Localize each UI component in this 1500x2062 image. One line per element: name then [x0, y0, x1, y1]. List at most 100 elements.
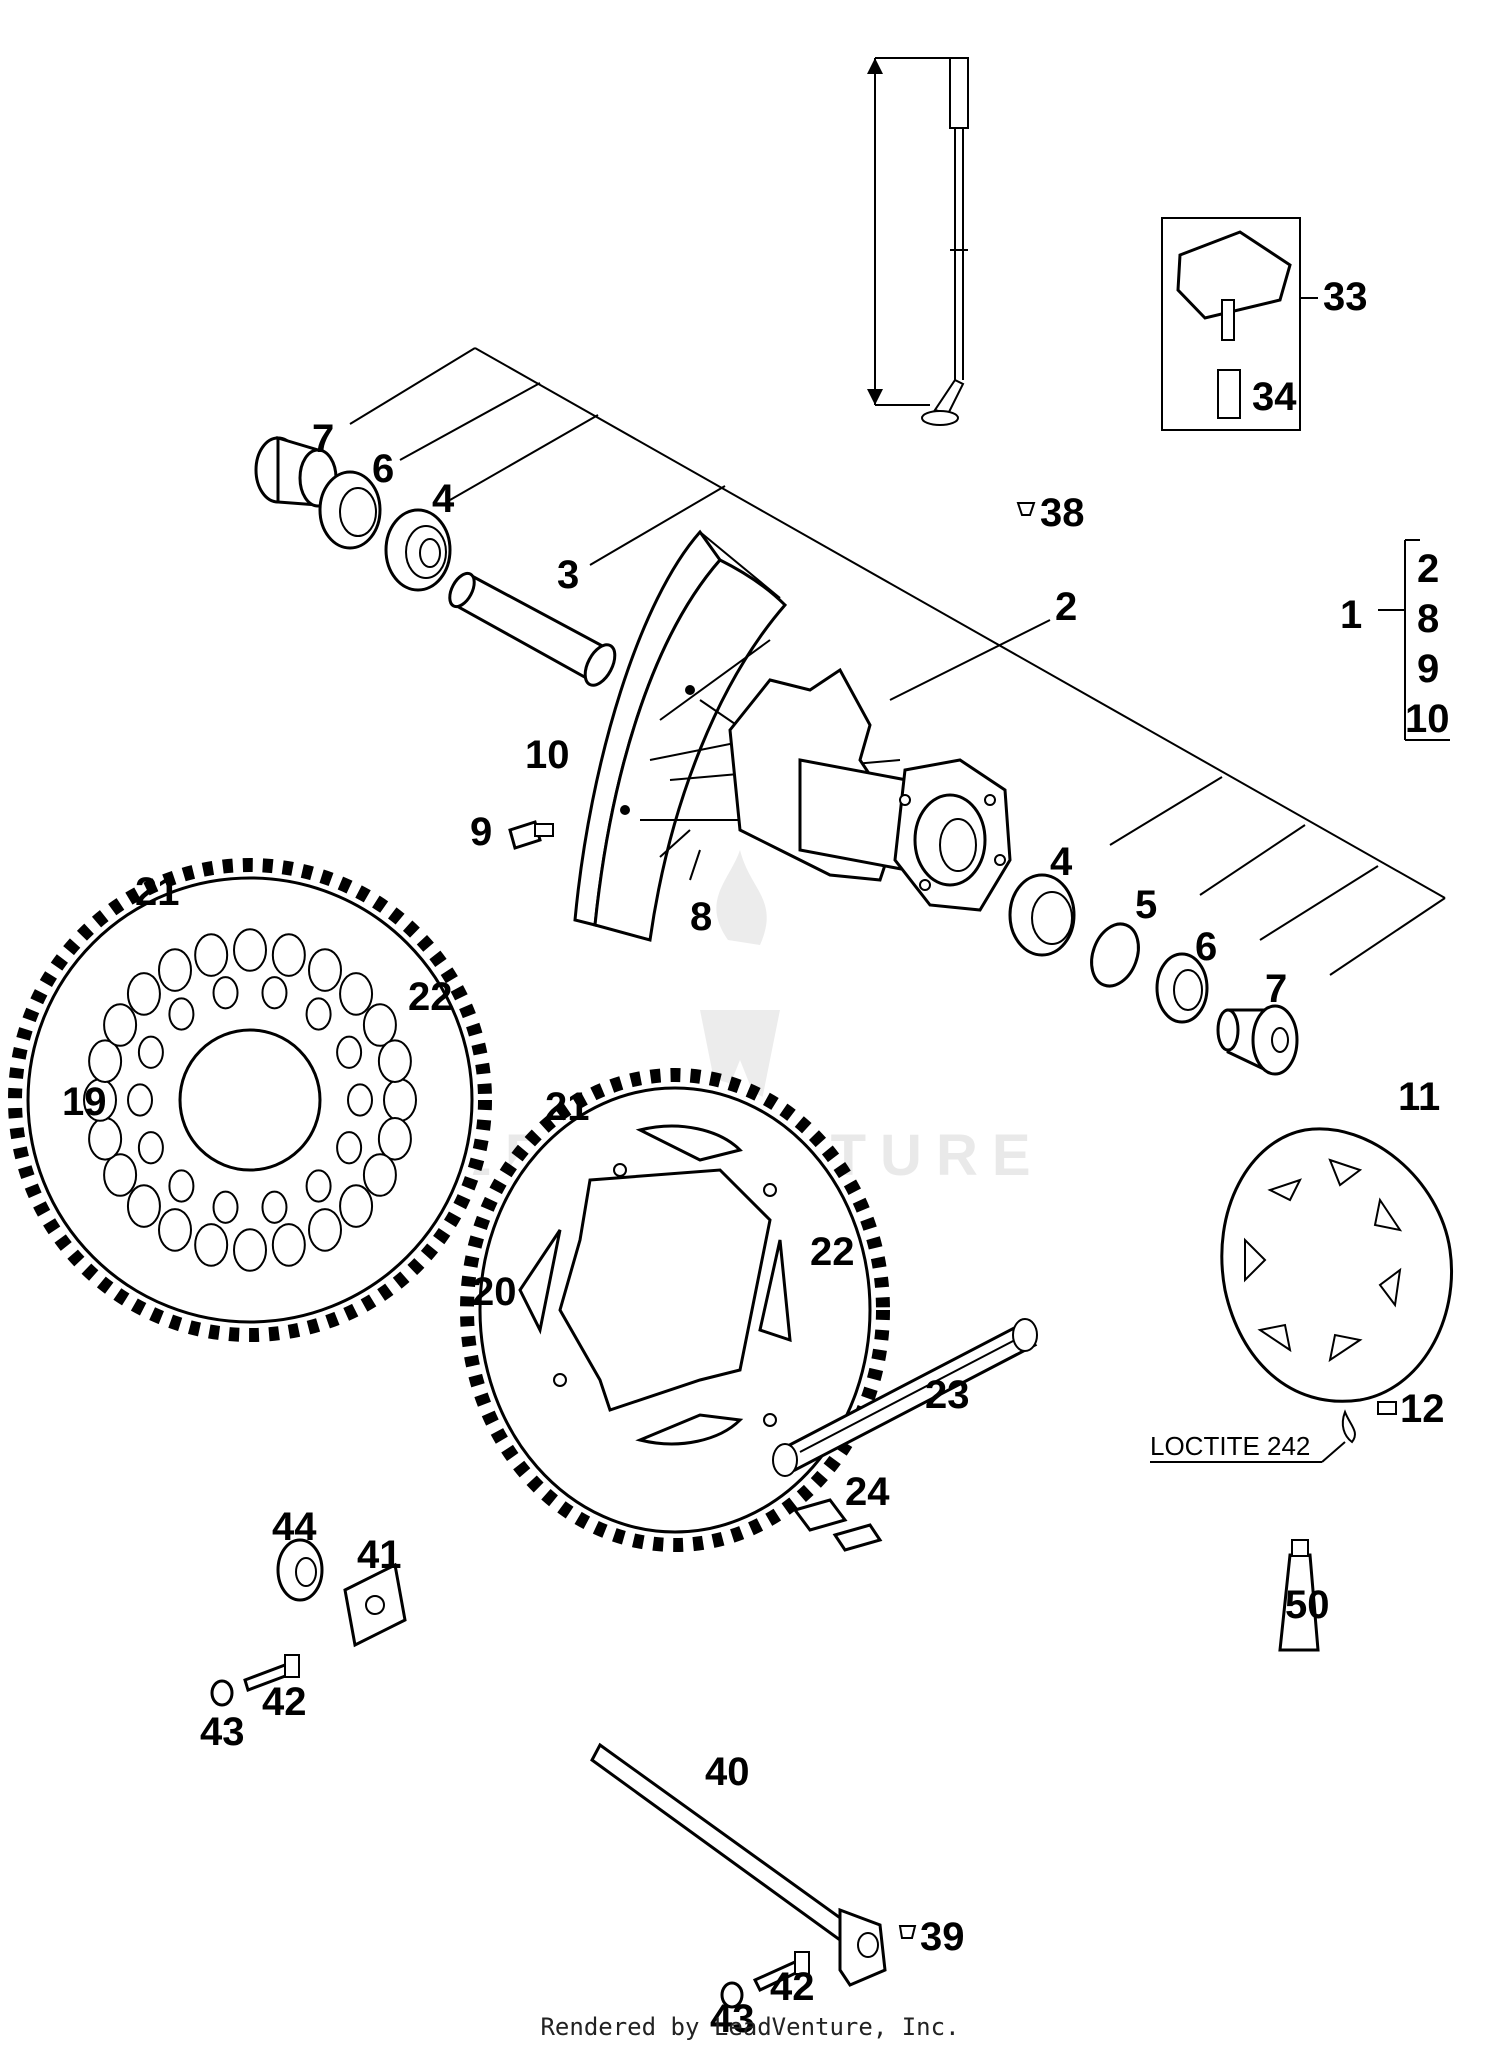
- callout-40: 40: [705, 1750, 750, 1794]
- spacer-tube: [448, 571, 617, 687]
- sprocket-hole: [233, 1228, 267, 1272]
- sprocket-hole: [377, 1039, 412, 1083]
- sprocket-hole: [271, 933, 306, 977]
- sprocket-hole: [347, 1083, 373, 1117]
- callout-38: 38: [1040, 491, 1085, 535]
- adjuster-41: [343, 1562, 407, 1648]
- callout-24: 24: [845, 1470, 890, 1514]
- callout-6-left: 6: [372, 447, 394, 491]
- axle: [590, 1742, 887, 1987]
- kit-2: 2: [1417, 547, 1439, 591]
- bearing-left: [384, 508, 452, 592]
- callout-22-top: 22: [408, 975, 453, 1019]
- sprocket-hole: [336, 1035, 363, 1069]
- sprocket-hole: [126, 972, 161, 1016]
- sprocket-hole: [126, 1184, 161, 1228]
- chain: [772, 1318, 1038, 1477]
- brake-disc: [1220, 1127, 1453, 1403]
- loctite-tube: [1278, 1539, 1320, 1652]
- callout-6-right: 6: [1195, 925, 1217, 969]
- chain-link: [792, 1498, 883, 1552]
- sprocket-hole: [103, 1003, 138, 1047]
- sprocket-hole: [308, 948, 342, 992]
- sprocket-hole: [103, 1153, 138, 1197]
- callout-19: 19: [62, 1080, 107, 1124]
- callout-1: 1: [1340, 593, 1362, 637]
- seal-right: [1155, 952, 1209, 1024]
- sprocket-19: [8, 858, 492, 1342]
- sprocket-hole: [339, 972, 374, 1016]
- callout-4-left: 4: [432, 477, 455, 521]
- callout-3: 3: [557, 553, 579, 597]
- seal-left: [318, 470, 382, 550]
- cap-39: [898, 1925, 917, 1939]
- bolt-42a: [243, 1654, 300, 1692]
- sprocket-hole: [137, 1131, 164, 1165]
- callout-8: 8: [690, 895, 712, 939]
- circlip: [1090, 922, 1140, 988]
- sprocket-hole: [261, 1190, 288, 1224]
- kit-10: 10: [1405, 697, 1450, 741]
- spoke: [867, 57, 969, 426]
- callouts: 33 34 7 6 4 38 3 2 1 2 8 9 10 10 9 4 5 8…: [62, 275, 1450, 2041]
- callout-9: 9: [470, 810, 492, 854]
- callout-21-top: 21: [135, 870, 180, 914]
- callout-5: 5: [1135, 883, 1157, 927]
- callout-42-left: 42: [262, 1680, 307, 1724]
- callout-21: 21: [545, 1085, 590, 1129]
- sprocket-hole: [305, 1169, 332, 1203]
- callout-2: 2: [1055, 585, 1077, 629]
- sprocket-hole: [168, 997, 195, 1031]
- spacer-right: [1216, 1004, 1299, 1076]
- callout-39: 39: [920, 1915, 965, 1959]
- sprocket-hole: [261, 976, 288, 1010]
- sprocket-20: [460, 1068, 890, 1552]
- sprocket-hole: [212, 1190, 239, 1224]
- footer-credit: Rendered by LeadVenture, Inc.: [540, 2013, 960, 2041]
- sprocket-hole: [336, 1131, 363, 1165]
- sprocket-hole: [271, 1223, 306, 1267]
- callout-4-right: 4: [1050, 840, 1073, 884]
- callout-11: 11: [1398, 1075, 1440, 1119]
- callout-22: 22: [810, 1230, 855, 1274]
- callout-23: 23: [925, 1373, 970, 1417]
- sprocket-hole: [194, 1223, 229, 1267]
- sprocket-hole: [127, 1083, 153, 1117]
- sprocket-hole: [168, 1169, 195, 1203]
- bearing-right: [1008, 873, 1076, 957]
- sprocket-hole: [194, 933, 229, 977]
- kit-bracket: [1378, 539, 1450, 741]
- callout-10: 10: [525, 733, 570, 777]
- callout-33: 33: [1323, 275, 1368, 319]
- valve: [508, 820, 554, 850]
- sprocket-hole: [308, 1208, 342, 1252]
- spacer-44: [276, 1538, 324, 1602]
- sprocket-hole: [88, 1117, 123, 1161]
- bolt-42b: [752, 1951, 810, 1992]
- rim-lock-box: [1161, 217, 1301, 431]
- wheel-assembly: [573, 529, 1012, 942]
- callout-41: 41: [357, 1533, 402, 1577]
- callout-43-left: 43: [200, 1710, 245, 1754]
- sprocket-hole: [158, 1208, 192, 1252]
- leader-lines: [659, 297, 1318, 881]
- sprocket-hole: [339, 1184, 374, 1228]
- sprocket-hole: [88, 1039, 123, 1083]
- sprocket-hole: [377, 1117, 412, 1161]
- callout-43-bottom: 43: [710, 1997, 755, 2041]
- nut-43b: [720, 1981, 744, 2009]
- sprocket-hole: [233, 928, 267, 972]
- callout-7-left: 7: [312, 417, 334, 461]
- callout-7-right: 7: [1265, 967, 1287, 1011]
- nut-43a: [210, 1679, 234, 1707]
- kit-8: 8: [1417, 597, 1439, 641]
- callout-42-bottom: 42: [770, 1965, 815, 2009]
- callout-34: 34: [1252, 375, 1297, 419]
- sprocket-hole: [158, 948, 192, 992]
- callout-12: 12: [1400, 1387, 1445, 1431]
- sprocket-hole: [305, 997, 332, 1031]
- sprocket-hole: [362, 1003, 397, 1047]
- assembly-lines: [349, 347, 1446, 976]
- callout-20: 20: [472, 1270, 517, 1314]
